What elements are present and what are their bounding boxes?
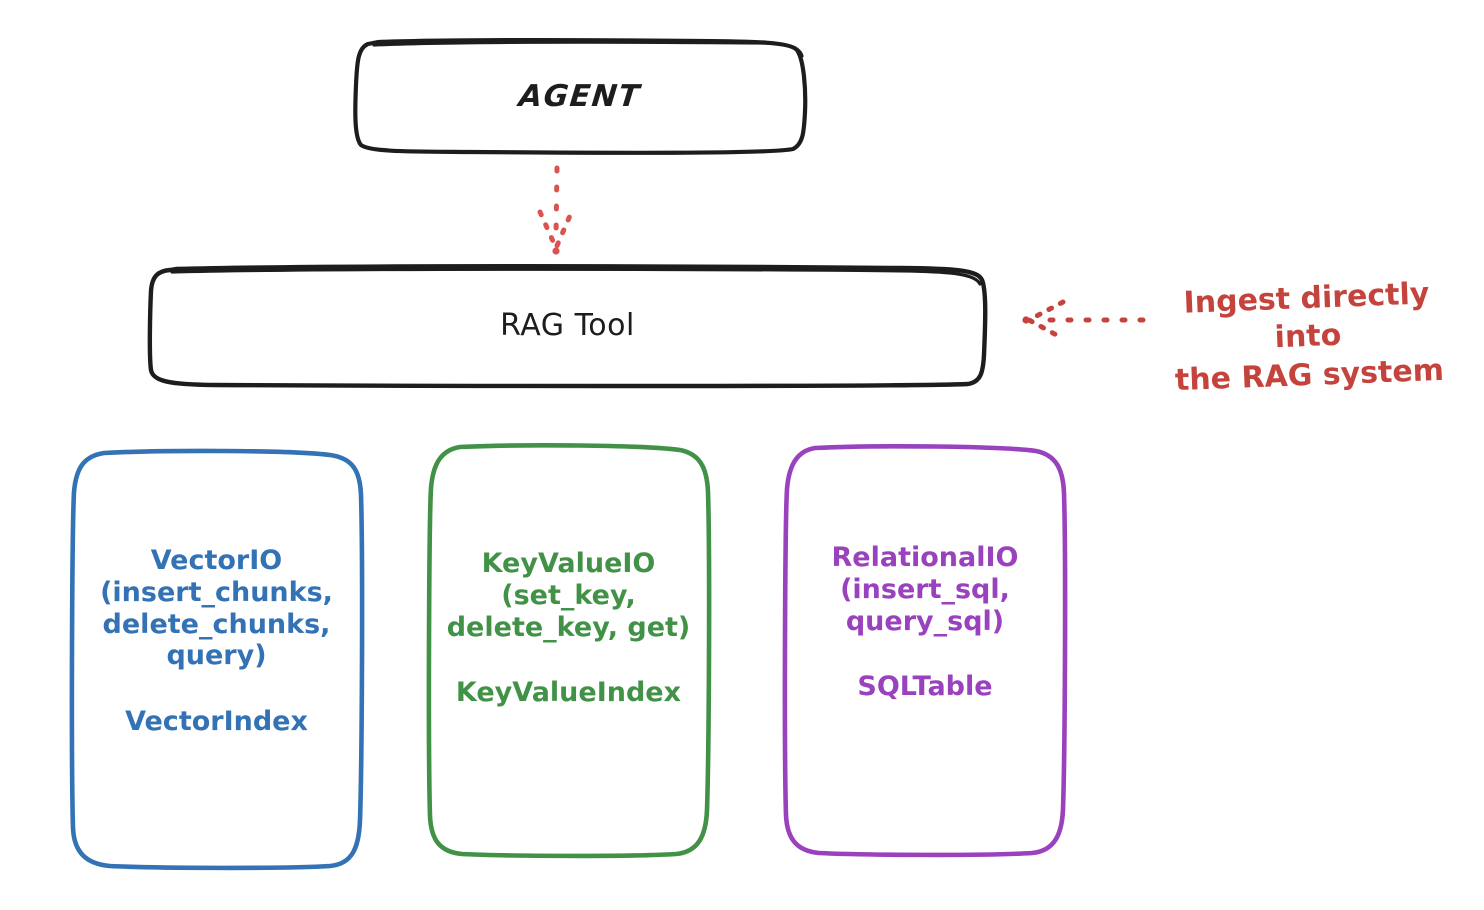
rag-tool-box-overstroke xyxy=(170,267,982,286)
vector-index-label: VectorIndex xyxy=(125,706,308,738)
sql-table-label: SQLTable xyxy=(857,671,993,703)
agent-node[interactable]: AGENT xyxy=(355,40,805,153)
key-value-io-box-outline xyxy=(426,443,712,859)
relational-io-label: RelationalIO (insert_sql, query_sql) xyxy=(831,541,1019,637)
vector-io-text-block: VectorIO (insert_chunks, delete_chunks, … xyxy=(100,545,333,738)
ingest-annotation-text: Ingest directly into the RAG system xyxy=(1174,276,1445,398)
relational-io-box-outline xyxy=(782,444,1068,858)
vector-io-label: VectorIO (insert_chunks, delete_chunks, … xyxy=(100,544,333,672)
agent-node-label: AGENT xyxy=(517,79,643,114)
rag-tool-node-label: RAG Tool xyxy=(500,308,635,343)
vector-io-node[interactable]: VectorIO (insert_chunks, delete_chunks, … xyxy=(71,451,362,868)
rag-tool-box-outline xyxy=(147,264,988,389)
ingest-connector xyxy=(1022,299,1146,341)
rag-tool-node[interactable]: RAG Tool xyxy=(150,266,985,385)
relational-io-node[interactable]: RelationalIO (insert_sql, query_sql) SQL… xyxy=(785,446,1065,855)
relational-io-text-block: RelationalIO (insert_sql, query_sql) SQL… xyxy=(832,542,1019,703)
key-value-io-label: KeyValueIO (set_key, delete_key, get) xyxy=(446,547,691,643)
agent-box-outline-overstroke xyxy=(372,40,804,58)
key-value-io-node[interactable]: KeyValueIO (set_key, delete_key, get) Ke… xyxy=(429,445,708,856)
agent-box-outline xyxy=(353,37,808,155)
key-value-io-text-block: KeyValueIO (set_key, delete_key, get) Ke… xyxy=(447,548,691,709)
agent-to-rag-tool-connector xyxy=(537,165,575,255)
vector-io-box-outline xyxy=(69,448,365,871)
key-value-index-label: KeyValueIndex xyxy=(455,677,682,709)
